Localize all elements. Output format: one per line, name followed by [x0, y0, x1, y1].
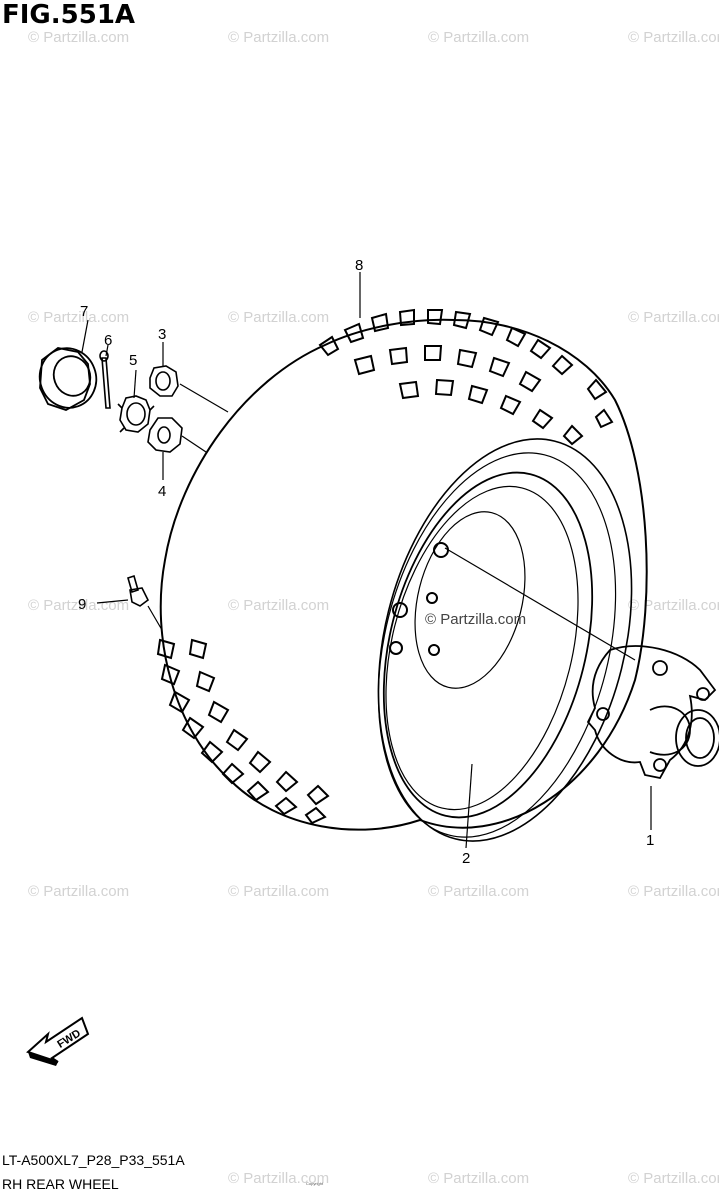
watermark: © Partzilla.com — [228, 597, 329, 614]
watermark: © Partzilla.com — [228, 29, 329, 46]
callout-2: 2 — [462, 850, 470, 867]
callout-4: 4 — [158, 483, 166, 500]
callout-9: 9 — [78, 596, 86, 613]
watermark: © Partzilla.com — [628, 309, 719, 326]
watermark: © Partzilla.com — [228, 309, 329, 326]
forward-arrow: FWD — [26, 1016, 90, 1066]
figure-name: RH REAR WHEEL — [2, 1176, 119, 1192]
callout-3: 3 — [158, 326, 166, 343]
watermark: © Partzilla.com — [628, 597, 719, 614]
watermark: © Partzilla.com — [428, 29, 529, 46]
callouts: 1 2 3 4 5 6 7 8 9 — [78, 257, 654, 867]
watermark: © Partzilla.com — [28, 883, 129, 900]
watermark: © Partzilla.com — [428, 883, 529, 900]
watermark: © Partzilla.com — [628, 883, 719, 900]
castle-nut-drawing — [117, 395, 155, 433]
figure-title: FIG.551A — [2, 0, 136, 30]
watermark: © Partzilla.com — [28, 29, 129, 46]
callout-5: 5 — [129, 352, 137, 369]
callout-7: 7 — [80, 303, 88, 320]
leader-lines — [81, 272, 652, 849]
cotter-pin-drawing — [99, 350, 111, 409]
figure-code: LT-A500XL7_P28_P33_551A — [2, 1152, 185, 1168]
callout-6: 6 — [104, 332, 112, 349]
watermark: © Partzilla.com — [228, 1170, 329, 1187]
watermark: © Partzilla.com — [428, 1170, 529, 1187]
watermark-grid: © Partzilla.com © Partzilla.com © Partzi… — [28, 29, 719, 1187]
watermark: © Partzilla.com — [228, 883, 329, 900]
watermark: © Partzilla.com — [628, 1170, 719, 1187]
hub-cap-drawing — [38, 347, 98, 411]
watermark: © Partzilla.com — [628, 29, 719, 46]
valve-drawing — [127, 574, 150, 607]
callout-8: 8 — [355, 257, 363, 274]
hub-drawing — [586, 645, 719, 780]
nut-drawing — [149, 365, 179, 397]
washer-drawing — [147, 417, 183, 453]
watermark: © Partzilla.com — [28, 309, 129, 326]
center-watermark: © Partzilla.com — [425, 611, 526, 628]
tire-drawing — [156, 308, 648, 842]
callout-1: 1 — [646, 832, 654, 849]
watermark: © Partzilla.com — [28, 597, 129, 614]
fine-print: Copyright — [306, 1181, 324, 1186]
